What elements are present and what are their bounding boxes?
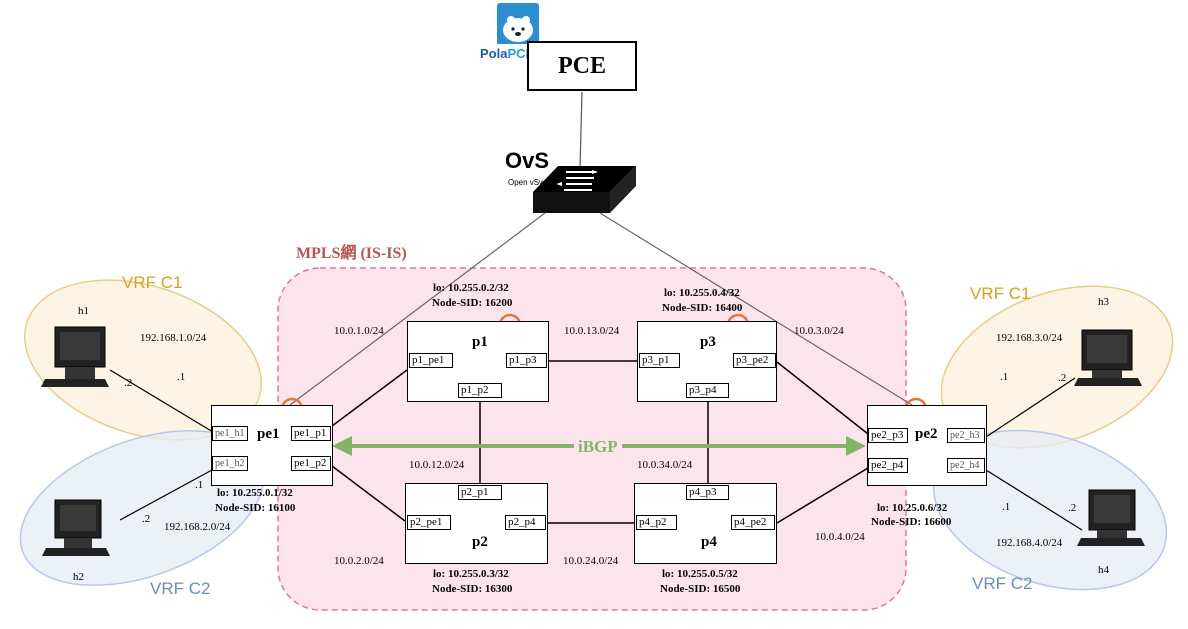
link-10-0-1: 10.0.1.0/24 xyxy=(334,325,384,337)
pe2-sid: Node-SID: 16600 xyxy=(871,516,952,528)
ip-pe2h4-dot1: .1 xyxy=(1002,501,1011,513)
ibgp-label: iBGP xyxy=(574,438,622,455)
pe1-lo: lo: 10.255.0.1/32 xyxy=(217,487,293,499)
host-h4-label: h4 xyxy=(1098,564,1109,576)
pe2-lo: lo: 10.25.0.6/32 xyxy=(877,502,948,514)
logo-text-a: Pola xyxy=(480,46,508,61)
if-p2-p1: p2_p1 xyxy=(458,485,502,500)
p1-sid: Node-SID: 16200 xyxy=(432,297,513,309)
ip-h1-dot2: .2 xyxy=(124,377,133,389)
pe1-p1-link xyxy=(331,369,408,427)
pe2-h4-link xyxy=(985,469,1083,531)
h3-computer-icon xyxy=(1074,329,1142,386)
ip-h2-dot2: .2 xyxy=(142,513,151,525)
pce-label: PCE xyxy=(558,52,606,79)
mpls-label: MPLS網 (IS-IS) xyxy=(296,245,407,262)
h4-computer-icon xyxy=(1077,489,1145,546)
p2-lo: lo: 10.255.0.3/32 xyxy=(433,568,509,580)
ip-h3-dot2: .2 xyxy=(1058,372,1067,384)
pe2-name: pe2 xyxy=(915,426,938,442)
vrf-c1-left-region xyxy=(23,279,263,441)
p2-name: p2 xyxy=(472,534,488,550)
p1-lo: lo: 10.255.0.2/32 xyxy=(433,282,509,294)
if-pe2-h3: pe2_h3 xyxy=(947,428,985,443)
h1-computer-icon xyxy=(41,326,109,387)
link-10-0-3: 10.0.3.0/24 xyxy=(794,325,844,337)
subnet-192-168-2: 192.168.2.0/24 xyxy=(164,521,231,533)
if-p1-p2: p1_p2 xyxy=(458,383,502,398)
ovs-brand: OvS xyxy=(505,148,550,173)
p4-name: p4 xyxy=(701,534,717,550)
polapce-logo xyxy=(497,3,539,44)
router-pe2: pe2 xyxy=(867,405,987,486)
if-pe2-p3: pe2_p3 xyxy=(868,428,908,443)
h2-computer-icon xyxy=(42,499,110,556)
if-p3-p4: p3_p4 xyxy=(686,383,729,398)
p2-sid: Node-SID: 16300 xyxy=(432,583,513,595)
if-p3-pe2: p3_pe2 xyxy=(733,353,776,368)
if-pe1-p1: pe1_p1 xyxy=(291,426,331,441)
pce-box: PCE xyxy=(527,41,637,91)
if-p2-p4: p2_p4 xyxy=(505,515,546,530)
p3-lo: lo: 10.255.0.4/32 xyxy=(664,287,740,299)
vrf-c1-right-label: VRF C1 xyxy=(970,284,1031,303)
ovs-pe2-link xyxy=(599,212,913,406)
link-10-0-24: 10.0.24.0/24 xyxy=(563,555,619,567)
link-10-0-2: 10.0.2.0/24 xyxy=(334,555,384,567)
vrf-c2-left-label: VRF C2 xyxy=(150,579,211,598)
if-pe2-h4: pe2_h4 xyxy=(947,458,985,473)
if-p1-pe1: p1_pe1 xyxy=(409,353,453,368)
vrf-c2-right-label: VRF C2 xyxy=(972,574,1033,593)
link-10-0-13: 10.0.13.0/24 xyxy=(564,325,620,337)
pce-ovs-link xyxy=(579,91,583,169)
pe1-sid: Node-SID: 16100 xyxy=(215,502,296,514)
if-p3-p1: p3_p1 xyxy=(639,353,680,368)
pe1-p2-link xyxy=(331,465,406,522)
subnet-192-168-1: 192.168.1.0/24 xyxy=(140,332,207,344)
ip-pe2h3-dot1: .1 xyxy=(1000,371,1009,383)
host-h3-label: h3 xyxy=(1098,296,1109,308)
if-p4-p2: p4_p2 xyxy=(636,515,677,530)
p4-pe2-link xyxy=(776,467,869,524)
h1-pe1-link xyxy=(109,369,214,433)
h2-pe1-link xyxy=(119,469,213,521)
link-10-0-34: 10.0.34.0/24 xyxy=(637,459,693,471)
p4-sid: Node-SID: 16500 xyxy=(660,583,741,595)
if-pe1-h1: pe1_h1 xyxy=(212,426,248,441)
p4-lo: lo: 10.255.0.5/32 xyxy=(662,568,738,580)
host-h2-label: h2 xyxy=(73,571,84,583)
if-p4-pe2: p4_pe2 xyxy=(731,515,775,530)
if-pe2-p4: pe2_p4 xyxy=(868,458,908,473)
link-10-0-4: 10.0.4.0/24 xyxy=(815,531,865,543)
pe2-h3-link xyxy=(985,377,1076,438)
subnet-192-168-4: 192.168.4.0/24 xyxy=(996,537,1063,549)
vrf-c1-left-label: VRF C1 xyxy=(122,273,183,292)
subnet-192-168-3: 192.168.3.0/24 xyxy=(996,332,1063,344)
ovs-switch-icon xyxy=(533,166,636,213)
pe1-name: pe1 xyxy=(257,426,280,442)
ovs-pe1-link xyxy=(289,212,546,406)
if-p4-p3: p4_p3 xyxy=(686,485,729,500)
if-pe1-p2: pe1_p2 xyxy=(291,456,331,471)
host-h1-label: h1 xyxy=(78,305,89,317)
p3-sid: Node-SID: 16400 xyxy=(662,302,743,314)
ovs-subtitle: Open vSwitch xyxy=(508,178,558,187)
router-pe1: pe1 xyxy=(211,405,333,486)
link-10-0-12: 10.0.12.0/24 xyxy=(409,459,465,471)
ip-pe1h2-dot1: .1 xyxy=(195,479,204,491)
if-p2-pe1: p2_pe1 xyxy=(407,515,451,530)
p3-name: p3 xyxy=(700,334,716,350)
if-pe1-h2: pe1_h2 xyxy=(212,456,248,471)
if-p1-p3: p1_p3 xyxy=(506,353,547,368)
ip-h4-dot2: .2 xyxy=(1068,502,1077,514)
ip-pe1h1-dot1: .1 xyxy=(177,371,186,383)
p1-name: p1 xyxy=(472,334,488,350)
p3-pe2-link xyxy=(776,361,869,435)
